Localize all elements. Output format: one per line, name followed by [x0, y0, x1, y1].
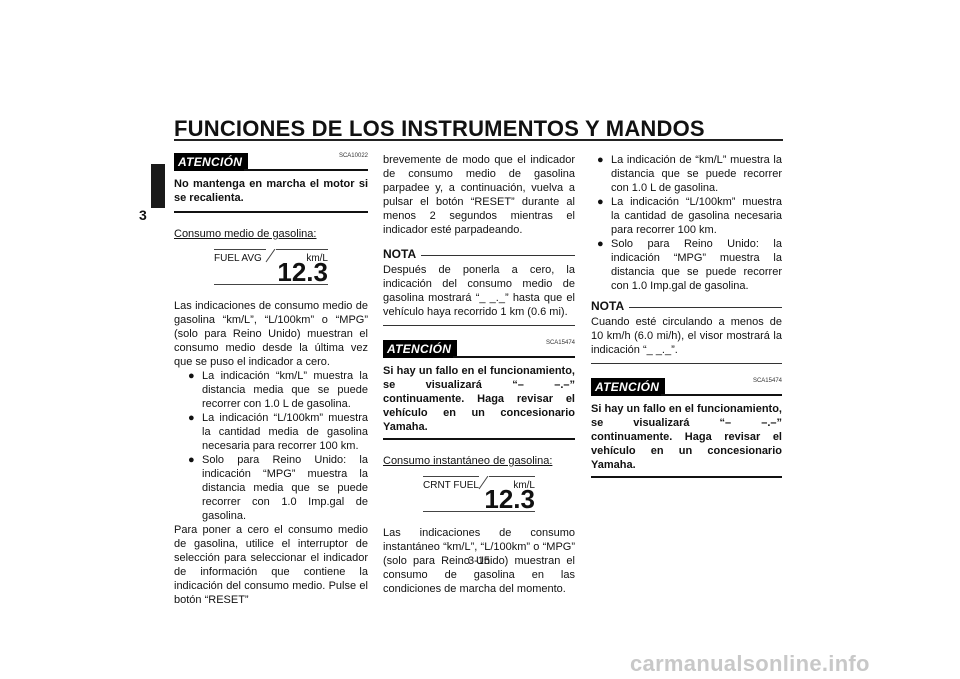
page-number: 3-15	[468, 555, 491, 567]
chapter-number: 3	[139, 207, 147, 223]
warning-rule	[591, 476, 782, 478]
nota-header: NOTA	[591, 299, 782, 315]
nota-label: NOTA	[591, 299, 625, 313]
display-label: FUEL AVG	[214, 253, 262, 264]
warning-header: ATENCIÓN SCA10022	[174, 153, 368, 173]
title-rule	[174, 139, 783, 141]
lcd-display: FUEL AVG km/L 12.3	[214, 249, 328, 285]
warning-header: ATENCIÓN SCA15474	[383, 340, 575, 360]
warning-text: No mantenga en marcha el motor si se rec…	[174, 178, 368, 204]
list-item: ●Solo para Reino Unido: la indicación “M…	[597, 238, 782, 292]
warning-text: Si hay un fallo en el funcionamiento, se…	[591, 403, 782, 471]
warning-code: SCA15474	[545, 340, 575, 346]
paragraph: Para poner a cero el consumo medio de ga…	[174, 524, 368, 606]
display-unit: km/L	[306, 253, 328, 264]
display-value: 12.3	[484, 484, 535, 514]
nota-header: NOTA	[383, 247, 575, 263]
nota-text: Cuando esté circulando a menos de 10 km/…	[591, 316, 782, 356]
page-title: FUNCIONES DE LOS INSTRUMENTOS Y MANDOS	[174, 116, 705, 141]
warning-text: Si hay un fallo en el funcionamiento, se…	[383, 365, 575, 433]
column-3: ●La indicación de “km/L” muestra la dist…	[591, 153, 782, 478]
nota-text: Después de ponerla a cero, la indicación…	[383, 264, 575, 318]
nota-rule	[383, 325, 575, 326]
warning-rule	[383, 438, 575, 440]
paragraph: brevemente de modo que el indicador de c…	[383, 154, 575, 236]
chapter-tab	[151, 164, 165, 208]
warning-badge: ATENCIÓN	[174, 153, 249, 171]
bullet-list: ●La indicación “km/L” muestra la distanc…	[188, 369, 368, 523]
list-item: ●La indicación de “km/L” muestra la dist…	[597, 154, 782, 194]
paragraph: Las indicaciones de consumo medio de gas…	[174, 300, 368, 368]
warning-code: SCA15474	[752, 378, 782, 384]
warning-rule	[174, 211, 368, 213]
warning-badge: ATENCIÓN	[591, 378, 666, 396]
list-item: ●La indicación “L/100km” muestra la cant…	[188, 412, 368, 452]
nota-label: NOTA	[383, 247, 417, 261]
list-item: ●La indicación “km/L” muestra la distanc…	[188, 370, 368, 410]
list-item: ●Solo para Reino Unido: la indicación “M…	[188, 454, 368, 522]
paragraph: Las indicaciones de consumo instantáneo …	[383, 527, 575, 595]
warning-header: ATENCIÓN SCA15474	[591, 378, 782, 398]
nota-rule	[591, 363, 782, 364]
column-2: brevemente de modo que el indicador de c…	[383, 153, 575, 596]
column-1: ATENCIÓN SCA10022 No mantenga en marcha …	[174, 153, 368, 607]
section-title: Consumo medio de gasolina:	[174, 228, 317, 240]
watermark: carmanualsonline.info	[630, 651, 870, 676]
bullet-list: ●La indicación de “km/L” muestra la dist…	[597, 153, 782, 293]
lcd-display: CRNT FUEL km/L 12.3	[423, 476, 535, 512]
display-label: CRNT FUEL	[423, 480, 479, 491]
section-title: Consumo instantáneo de gasolina:	[383, 455, 553, 467]
display-unit: km/L	[513, 480, 535, 491]
list-item: ●La indicación “L/100km” muestra la cant…	[597, 196, 782, 236]
warning-code: SCA10022	[338, 153, 368, 159]
display-value: 12.3	[277, 257, 328, 287]
warning-badge: ATENCIÓN	[383, 340, 458, 358]
